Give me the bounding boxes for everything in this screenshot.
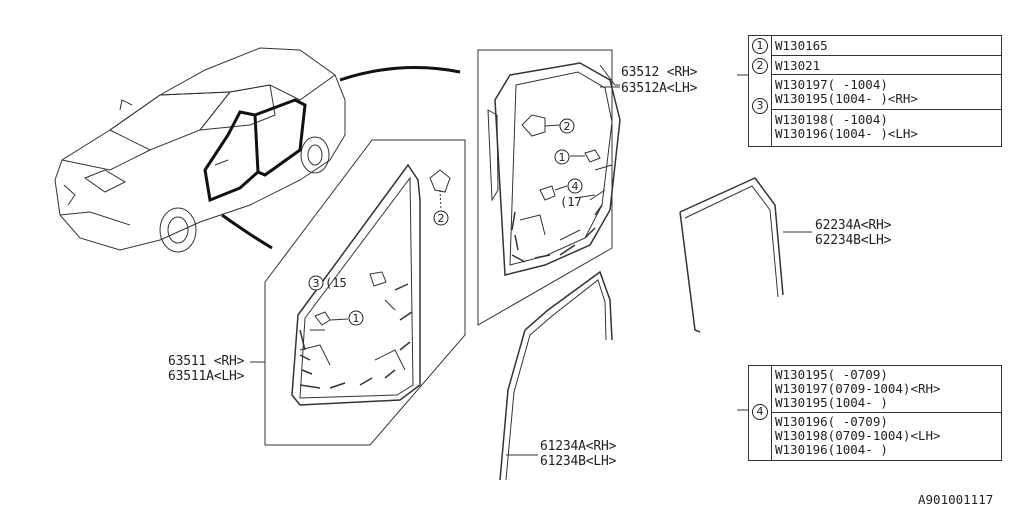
- part-62234-rh-label: 62234A<RH>: [815, 218, 892, 233]
- table-row: W13021: [771, 55, 1001, 75]
- table-number-column: [749, 36, 772, 146]
- callout-circle-1-front: [348, 310, 364, 326]
- callout-3-front: 3: [313, 277, 320, 290]
- table-cell: W130197( -1004): [775, 77, 888, 92]
- table-cell: W13021: [775, 58, 821, 73]
- table-row-num-1: 1: [752, 38, 768, 54]
- part-63511-rh-label: 63511 <RH>: [168, 354, 245, 369]
- weatherstrip-61234: [499, 270, 613, 481]
- table-cell: W130165: [775, 38, 828, 53]
- weatherstrip-62234: [679, 177, 812, 333]
- table-row: W130165: [771, 36, 1001, 55]
- table-cell: W130195(1004- ): [775, 395, 888, 410]
- callout-1-rear: 1: [559, 151, 566, 164]
- part-63512-lh-label: 63512A<LH>: [621, 82, 697, 96]
- callout-4-rear: 4: [572, 180, 579, 193]
- table-row-num-4: 4: [752, 404, 768, 420]
- table-row-num-3: 3: [752, 98, 768, 114]
- part-62234-lh-label: 62234B<LH>: [815, 233, 892, 248]
- table-cell: W130196(1004- )<LH>: [775, 126, 918, 141]
- callout-circle-2-front: [433, 210, 449, 226]
- table-row-num-2: 2: [752, 58, 768, 74]
- part-63512-highlight: 63512: [621, 81, 660, 96]
- part-63512-rh-label: 63512 <RH>: [621, 65, 698, 80]
- callout-markers: [308, 118, 583, 326]
- table-cell: W130198( -1004): [775, 112, 888, 127]
- table-row: W130198( -1004) W130196(1004- )<LH>: [771, 109, 1001, 146]
- table-row: W130196( -0709) W130198(0709-1004)<LH> W…: [771, 412, 1001, 460]
- fastener-table-top: 1 2 3 W130165 W13021 W130197( -1004) W13…: [748, 35, 1002, 147]
- callout-17-rear: (17: [560, 195, 582, 209]
- callout-circle-4-rear: [567, 178, 583, 194]
- callout-circle-3-front: [308, 275, 324, 291]
- part-61234-lh-label: 61234B<LH>: [540, 454, 617, 469]
- table-cell: W130196(1004- ): [775, 442, 888, 457]
- table-row: W130195( -0709) W130197(0709-1004)<RH> W…: [771, 366, 1001, 412]
- diagram-reference-number: A901001117: [918, 492, 994, 507]
- table-cell: W130196( -0709): [775, 414, 888, 429]
- part-63512-lh-suffix: A<LH>: [659, 81, 698, 96]
- table-cell: W130197(0709-1004)<RH>: [775, 381, 941, 396]
- callout-1-front: 1: [353, 312, 360, 325]
- table-cell: W130195(1004- )<RH>: [775, 91, 918, 106]
- table-cell: W130198(0709-1004)<LH>: [775, 428, 941, 443]
- part-63511-lh-label: 63511A<LH>: [168, 369, 245, 384]
- part-61234-rh-label: 61234A<RH>: [540, 439, 617, 454]
- rear-door-box: [477, 49, 621, 326]
- front-door-box: [264, 139, 466, 446]
- fastener-table-bottom: 4 W130195( -0709) W130197(0709-1004)<RH>…: [748, 365, 1002, 461]
- callout-2-rear: 2: [564, 120, 571, 133]
- table-number-column: [749, 366, 772, 460]
- table-cell: W130195( -0709): [775, 367, 888, 382]
- callout-2-front: 2: [438, 212, 445, 225]
- car-illustration: [54, 47, 461, 253]
- callout-circle-1-rear: [554, 149, 570, 165]
- callout-15-front: (15: [325, 276, 347, 290]
- callout-circle-2-rear: [559, 118, 575, 134]
- table-row: W130197( -1004) W130195(1004- )<RH>: [771, 74, 1001, 110]
